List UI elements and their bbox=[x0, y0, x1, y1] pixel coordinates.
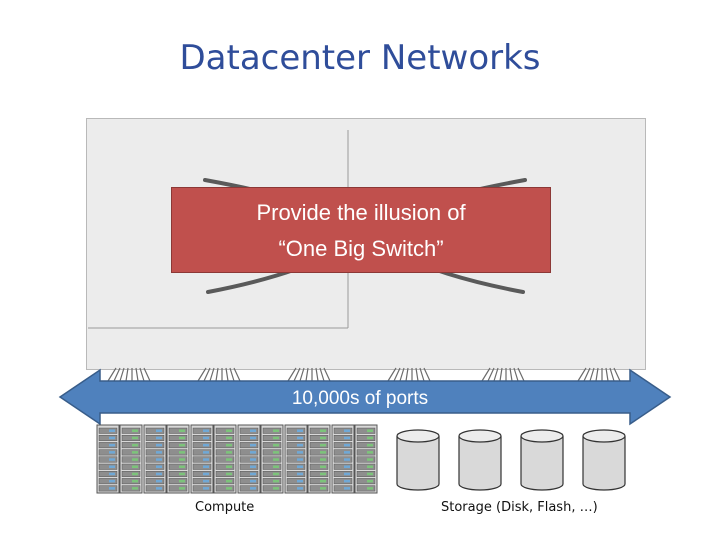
slide-title: Datacenter Networks bbox=[179, 38, 541, 78]
storage-caption: Storage (Disk, Flash, …) bbox=[441, 500, 598, 515]
port-cables bbox=[107, 367, 621, 382]
port-fan-6 bbox=[577, 367, 621, 382]
port-fan-2 bbox=[197, 367, 241, 382]
server-rack bbox=[213, 424, 237, 494]
callout-line-2: “One Big Switch” bbox=[278, 236, 444, 261]
ports-double-arrow bbox=[58, 368, 672, 426]
storage-disk-icon bbox=[458, 429, 502, 491]
server-rack bbox=[166, 424, 190, 494]
ports-label: 10,000s of ports bbox=[291, 388, 429, 409]
server-rack bbox=[354, 424, 378, 494]
storage-disk-icon bbox=[520, 429, 564, 491]
server-rack bbox=[190, 424, 214, 494]
port-fan-3 bbox=[287, 367, 331, 382]
server-rack bbox=[307, 424, 331, 494]
server-rack bbox=[237, 424, 261, 494]
compute-caption: Compute bbox=[195, 500, 255, 515]
server-rack bbox=[119, 424, 143, 494]
server-rack bbox=[143, 424, 167, 494]
storage-disks bbox=[396, 429, 626, 491]
port-fan-1 bbox=[107, 367, 151, 382]
callout-line-1: Provide the illusion of bbox=[256, 200, 466, 225]
port-fan-4 bbox=[387, 367, 431, 382]
compute-racks bbox=[96, 424, 378, 494]
one-big-switch-callout: Provide the illusion of “One Big Switch” bbox=[171, 187, 551, 273]
storage-disk-icon bbox=[582, 429, 626, 491]
server-rack bbox=[331, 424, 355, 494]
server-rack bbox=[260, 424, 284, 494]
port-fan-5 bbox=[481, 367, 525, 382]
server-rack bbox=[96, 424, 120, 494]
server-rack bbox=[284, 424, 308, 494]
storage-disk-icon bbox=[396, 429, 440, 491]
